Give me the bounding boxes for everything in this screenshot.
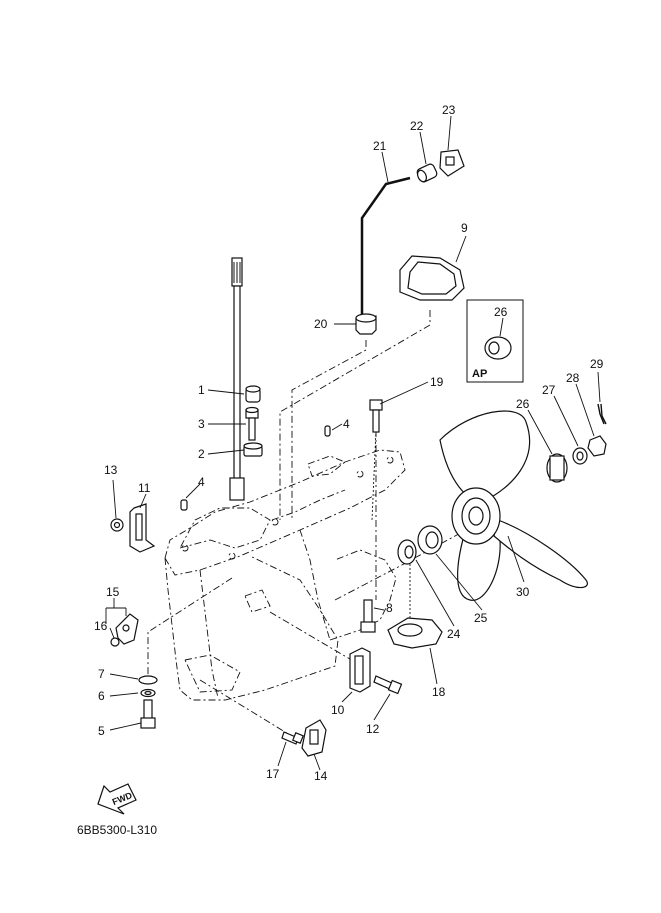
callout-16: 16	[94, 619, 108, 633]
callout-3: 3	[198, 417, 205, 431]
part-7-washer	[138, 675, 158, 685]
callout-14: 14	[314, 769, 328, 783]
part-14-trim-tab	[301, 719, 327, 757]
callout-23: 23	[442, 103, 456, 117]
ap-inset: AP	[466, 299, 524, 383]
part-27-washer	[572, 447, 588, 465]
part-5-bolt	[140, 699, 156, 729]
callout-4: 4	[343, 417, 350, 431]
part-21-shift-rod	[360, 176, 411, 318]
part-3-sleeve	[245, 406, 259, 441]
callout-25: 25	[474, 611, 488, 625]
part-4-dowel-pins	[180, 425, 331, 511]
drive-shaft	[229, 257, 245, 501]
callout-15: 15	[106, 585, 120, 599]
part-6-washer	[140, 688, 156, 698]
callout-26: 26	[494, 305, 508, 319]
callout-29: 29	[590, 357, 604, 371]
part-25-thrust-washer	[417, 525, 443, 555]
part-16-nut	[110, 637, 120, 647]
diagram-code: 6BB5300-L310	[77, 823, 158, 837]
callout-27: 27	[542, 383, 556, 397]
part-1-bushing	[245, 385, 261, 403]
part-17-bolt	[281, 731, 304, 745]
part-18-anode	[387, 617, 443, 649]
callout-12: 12	[366, 722, 380, 736]
callout-10: 10	[331, 703, 345, 717]
part-9-gasket	[399, 255, 465, 301]
callout-1: 1	[198, 383, 205, 397]
callout-26: 26	[516, 397, 530, 411]
callout-11: 11	[138, 481, 151, 495]
part-2-seal	[243, 442, 263, 457]
callout-4: 4	[198, 475, 205, 489]
callout-numbers: 1 2 3 4 4 5 6 7 8 9 10 11 12 13 14 15 16…	[94, 103, 604, 783]
callout-30: 30	[516, 585, 530, 599]
callout-2: 2	[198, 447, 205, 461]
callout-22: 22	[410, 119, 424, 133]
callout-17: 17	[266, 767, 280, 781]
part-23-clip	[439, 149, 465, 177]
callout-6: 6	[98, 689, 105, 703]
ap-label: AP	[472, 368, 487, 380]
part-15-bracket	[105, 607, 139, 645]
part-12-bolt	[373, 675, 403, 695]
callout-19: 19	[430, 375, 444, 389]
callout-20: 20	[314, 317, 328, 331]
callout-8: 8	[386, 601, 393, 615]
callout-28: 28	[566, 371, 580, 385]
callout-24: 24	[447, 627, 461, 641]
callout-18: 18	[432, 685, 446, 699]
callout-9: 9	[461, 221, 468, 235]
part-11-anode	[129, 503, 156, 553]
part-22-collar	[416, 163, 438, 183]
part-20-grommet	[355, 313, 377, 335]
part-19-bolt	[369, 399, 383, 433]
part-13-nut	[110, 518, 124, 532]
assembly-lines	[147, 310, 467, 736]
callout-leaders	[109, 115, 601, 771]
part-26-spacer	[546, 453, 568, 483]
part-10-anode	[349, 647, 371, 693]
callout-5: 5	[98, 724, 105, 738]
part-30-propeller	[439, 410, 588, 601]
callout-13: 13	[104, 463, 118, 477]
part-24-washer	[397, 539, 417, 565]
part-28-nut	[587, 435, 607, 457]
callout-21: 21	[373, 139, 387, 153]
part-29-cotter-pin	[597, 403, 607, 425]
callout-7: 7	[98, 667, 105, 681]
part-8-bolt	[360, 599, 376, 633]
fwd-arrow-icon: FWD	[97, 783, 137, 815]
